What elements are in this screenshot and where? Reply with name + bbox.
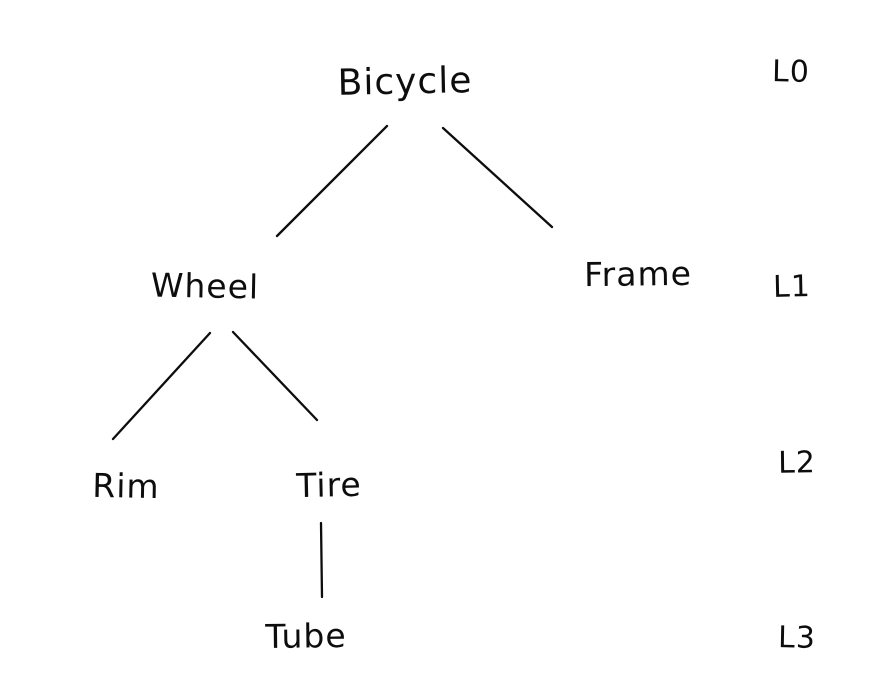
node-tire: Tire [295,464,363,506]
level-label-l3: L3 [777,620,817,656]
level-label-l0: L0 [771,54,811,90]
node-bicycle: Bicycle [337,60,473,104]
level-label-l1: L1 [772,269,812,305]
edge-wheel-rim [111,331,212,441]
edge-wheel-tire [231,330,319,422]
node-tube: Tube [265,616,347,656]
node-frame: Frame [583,253,693,295]
node-wheel: Wheel [150,265,260,307]
edge-bicycle-frame [441,126,554,229]
level-label-l2: L2 [777,445,817,481]
node-rim: Rim [92,465,160,507]
edge-tire-tube [319,521,324,599]
edge-bicycle-wheel [275,124,389,238]
